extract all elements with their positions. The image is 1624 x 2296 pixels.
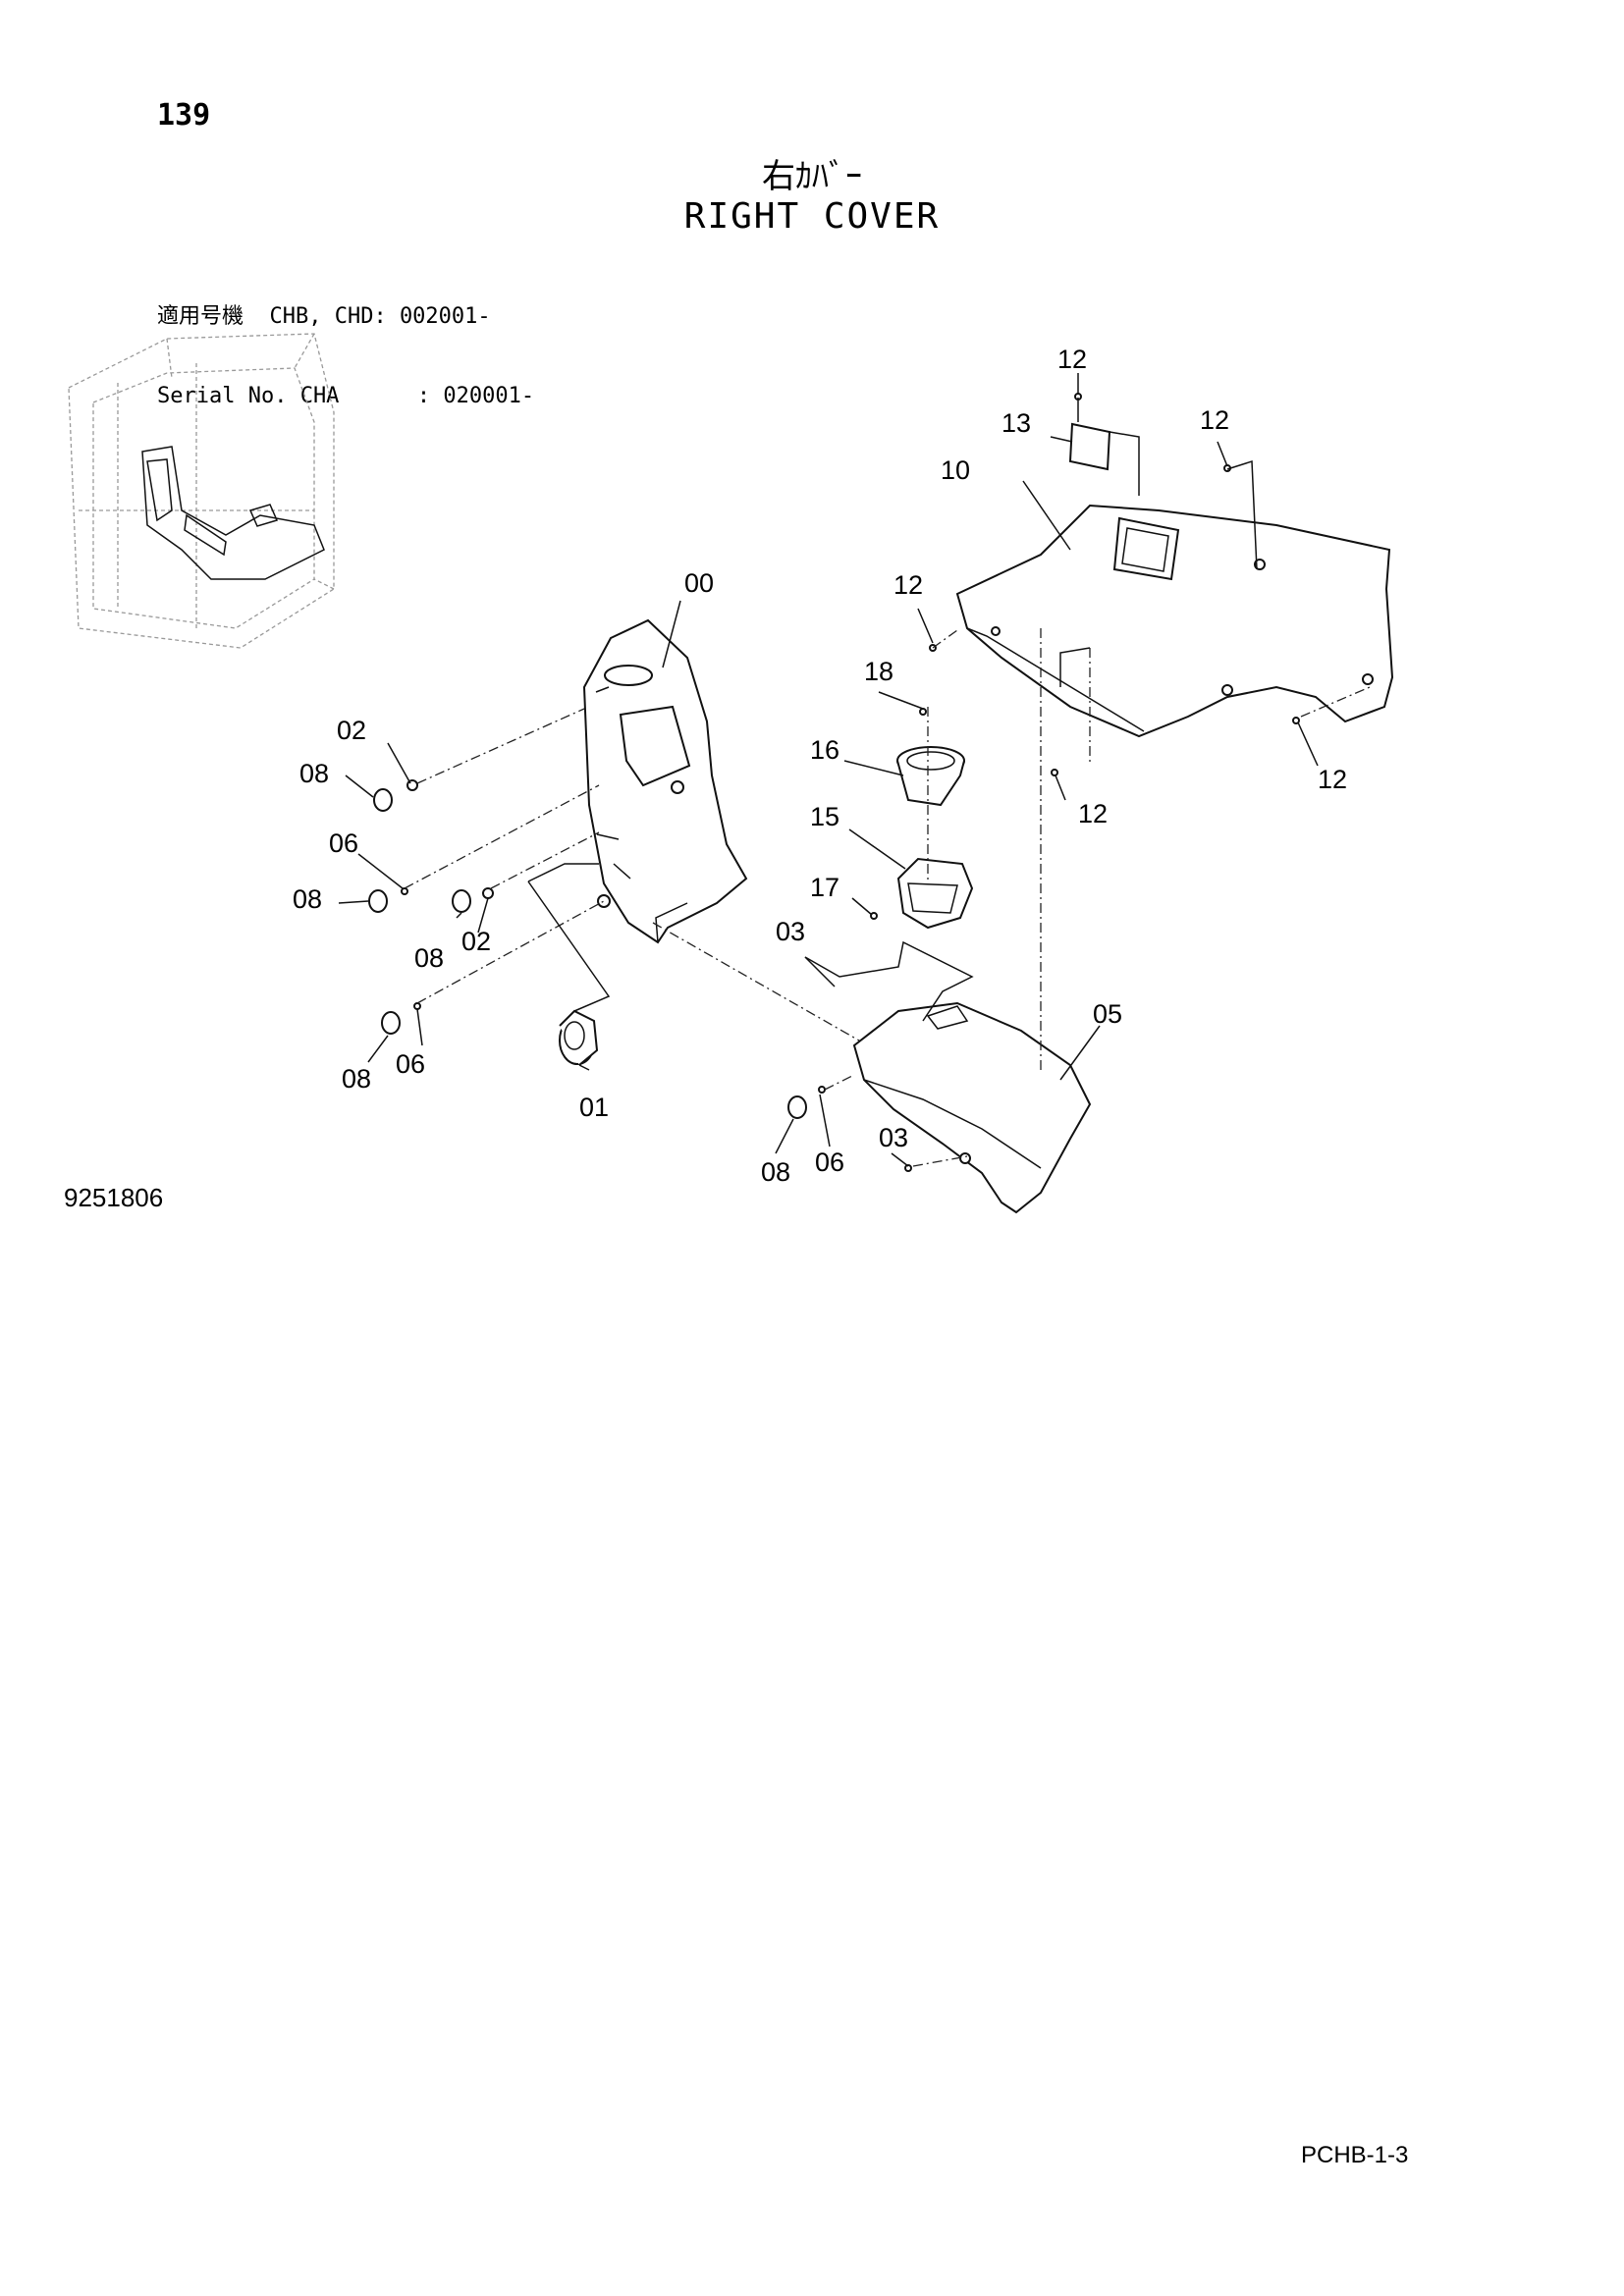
- callout-02: 02: [337, 716, 366, 745]
- callout-12: 12: [1318, 765, 1347, 794]
- callout-16: 16: [810, 735, 839, 765]
- part-16-cup-holder: [896, 746, 965, 807]
- part-10-upper-panel: [955, 504, 1394, 738]
- callout-15: 15: [810, 802, 839, 831]
- callout-12: 12: [893, 570, 923, 600]
- callout-08: 08: [293, 884, 322, 914]
- callout-01: 01: [579, 1093, 609, 1122]
- page-number: 139: [157, 98, 211, 133]
- callout-18: 18: [864, 657, 893, 686]
- callout-08: 08: [761, 1157, 790, 1187]
- callout-08: 08: [414, 943, 444, 973]
- callout-13: 13: [1001, 408, 1031, 438]
- serial-applicability: 適用号機 CHB, CHD: 002001- Serial No. CHA : …: [157, 250, 534, 436]
- callout-12: 12: [1078, 799, 1108, 828]
- callout-10: 10: [941, 455, 970, 485]
- page-code: PCHB-1-3: [1301, 2142, 1409, 2168]
- cab-overview-thumbnail: [68, 333, 335, 649]
- callout-leaders: [338, 373, 1319, 1167]
- part-05-lower-panel: [852, 1001, 1092, 1214]
- drawing-number: 9251806: [64, 1183, 164, 1212]
- serial-line-2: Serial No. CHA : 020001-: [157, 384, 535, 408]
- callout-08: 08: [299, 759, 329, 788]
- callout-12: 12: [1057, 345, 1087, 374]
- part-13-bracket: [1068, 422, 1111, 471]
- callout-17: 17: [810, 873, 839, 902]
- assembly-centerlines: [404, 628, 1371, 1167]
- callout-06: 06: [396, 1049, 425, 1079]
- callout-03: 03: [879, 1123, 908, 1152]
- callout-06: 06: [329, 828, 358, 858]
- callout-12: 12: [1200, 405, 1229, 435]
- callout-03: 03: [776, 917, 805, 946]
- title-english: RIGHT COVER: [683, 196, 941, 237]
- callout-08: 08: [342, 1064, 371, 1094]
- callout-labels: 00 01 02 02 03 03 05 06 06 06 08 08 08 0…: [293, 345, 1347, 1187]
- part-15-cup-holder: [896, 857, 974, 930]
- bracket-leaders: [527, 398, 1258, 1022]
- callout-05: 05: [1093, 999, 1122, 1029]
- callout-06: 06: [815, 1148, 844, 1177]
- part-00-right-cover-panel: [582, 618, 748, 944]
- title-japanese: 右ｶﾊﾞｰ: [762, 157, 862, 196]
- callout-02: 02: [461, 927, 491, 956]
- part-01-knob: [559, 1009, 599, 1066]
- serial-line-1: 適用号機 CHB, CHD: 002001-: [157, 304, 491, 329]
- callout-00: 00: [684, 568, 714, 598]
